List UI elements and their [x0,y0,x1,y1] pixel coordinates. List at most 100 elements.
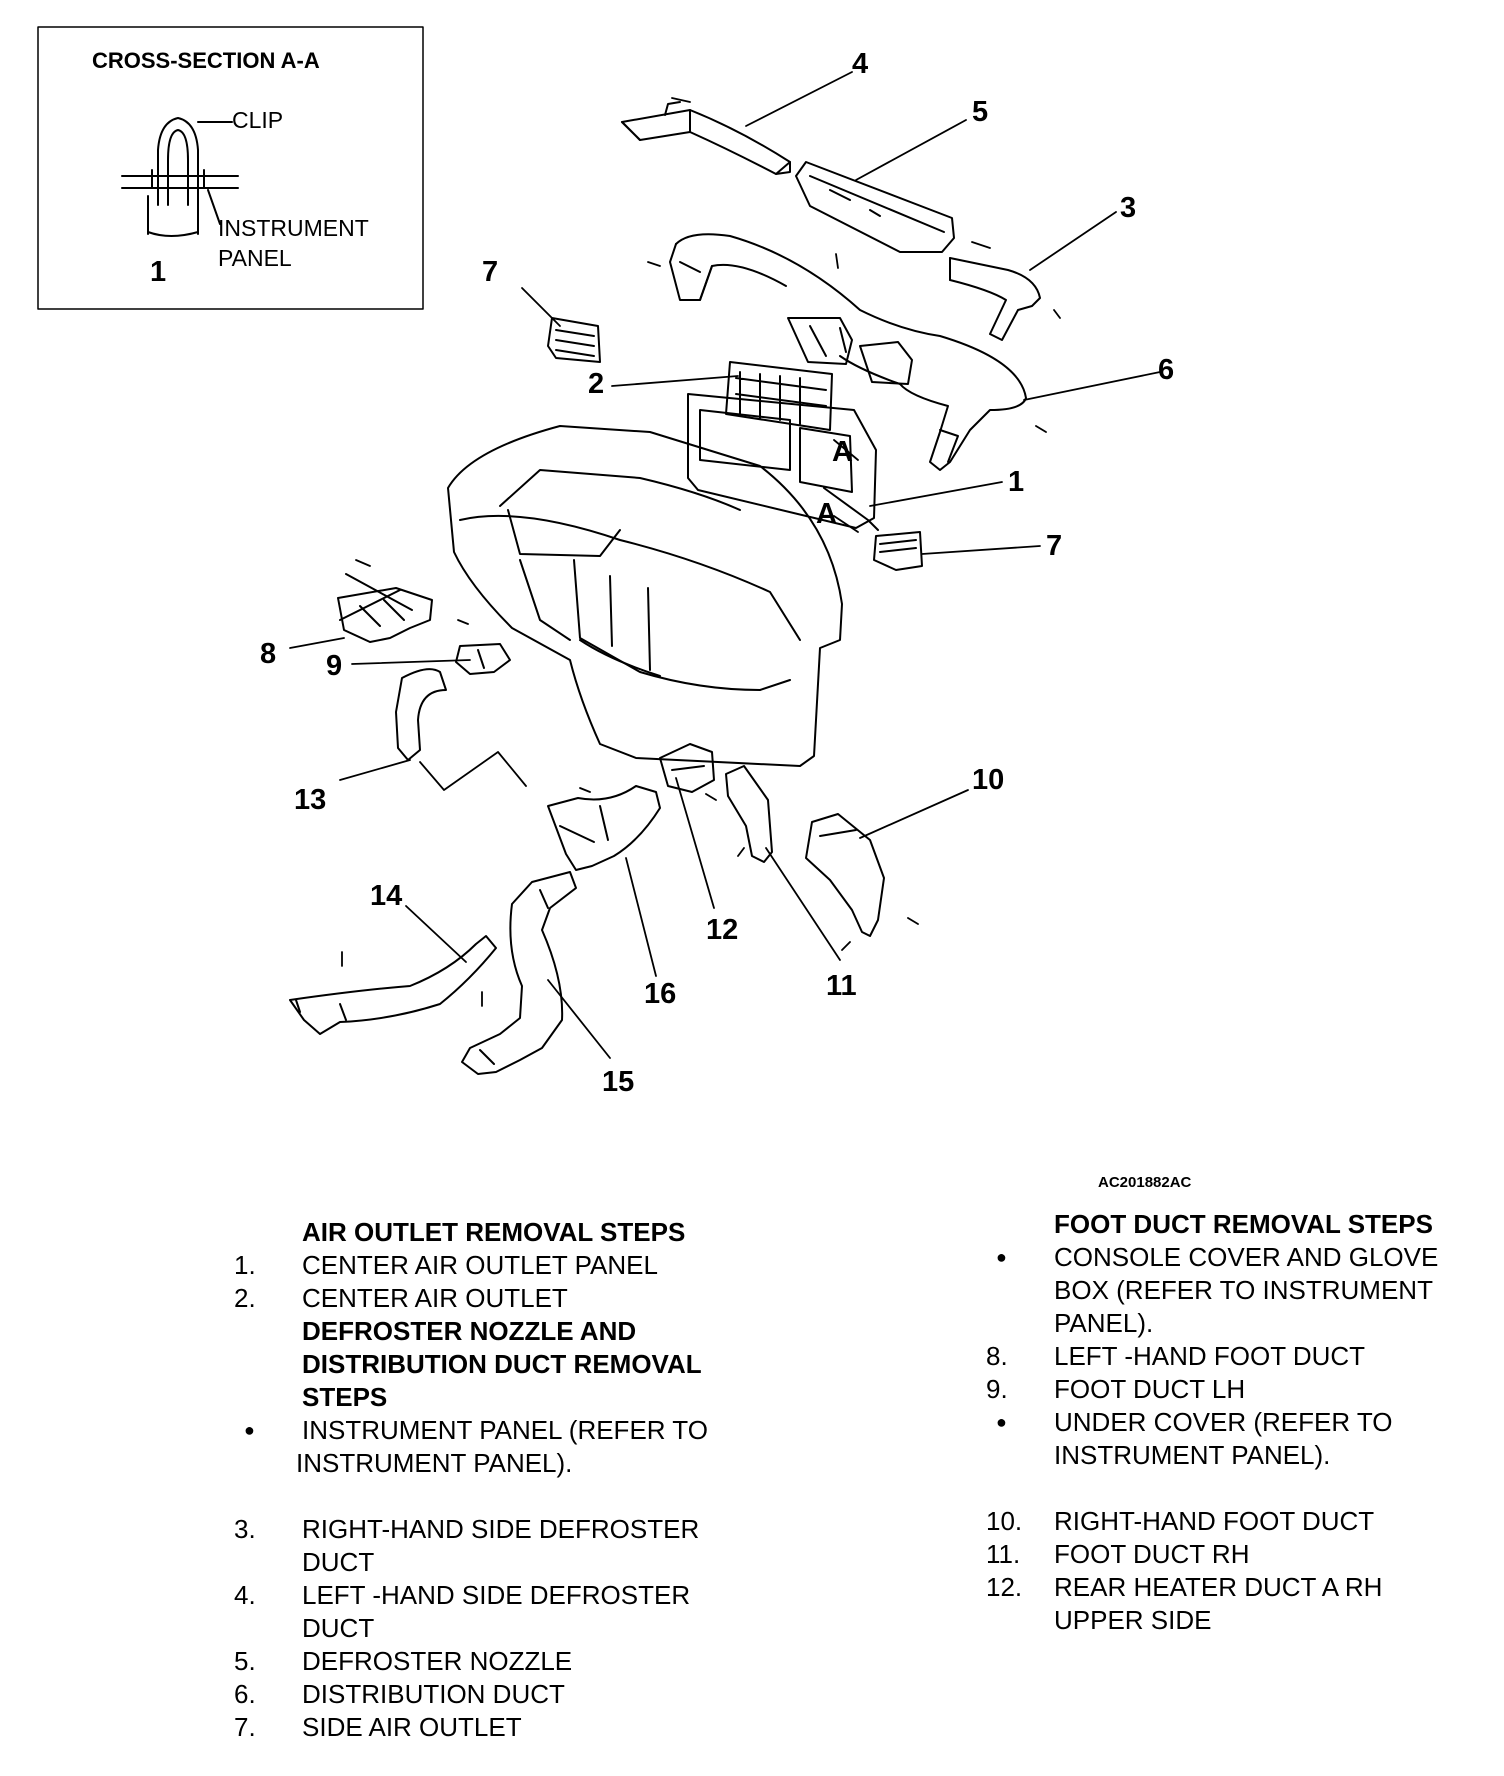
distribution-duct-6 [669,233,1027,471]
step-row: 4.LEFT -HAND SIDE DEFROSTER [234,1579,794,1612]
callout-8: 8 [260,638,277,670]
bullet-row: ● CONSOLE COVER AND GLOVE [986,1241,1486,1274]
step-label: LEFT -HAND FOOT DUCT [1054,1341,1366,1371]
step-row: 9. FOOT DUCT LH [986,1373,1486,1406]
step-number: 3. [234,1514,256,1544]
bullet-row-continued: PANEL). [986,1307,1486,1340]
callout-7-right: 7 [1046,530,1063,562]
bullet-row: ● INSTRUMENT PANEL (REFER TO [234,1414,794,1447]
foot-duct-rh-11 [725,765,773,863]
step-row: 11. FOOT DUCT RH [986,1538,1486,1571]
step-row: 7. SIDE AIR OUTLET [234,1711,794,1744]
bullet-row: ● UNDER COVER (REFER TO [986,1406,1486,1439]
step-label: SIDE AIR OUTLET [302,1712,522,1742]
step-number: 4. [234,1580,256,1610]
clip-cross-section-drawing [121,117,239,237]
step-number: 12. [986,1572,1023,1602]
step-label: UPPER SIDE [1054,1605,1212,1635]
center-air-outlet-panel-1 [687,393,879,531]
callout-10: 10 [972,764,1005,796]
callout-12: 12 [706,914,739,946]
callout-5: 5 [972,96,989,128]
callout-4: 4 [852,48,869,80]
step-label: DISTRIBUTION DUCT [302,1679,565,1709]
step-label: CENTER AIR OUTLET PANEL [302,1250,658,1280]
right-hand-defroster-duct-3 [949,257,1041,341]
defroster-nozzle-5 [795,161,955,253]
step-label: FOOT DUCT RH [1054,1539,1250,1569]
step-number: 11. [986,1539,1021,1569]
instrument-panel [447,425,843,767]
callout-6: 6 [1158,354,1175,386]
step-row-continued: DUCT [234,1612,794,1645]
step-label: RIGHT-HAND SIDE DEFROSTER [302,1514,700,1544]
foot-duct-heading: FOOT DUCT REMOVAL STEPS [1054,1209,1433,1239]
foot-duct-lh-9 [455,643,511,675]
step-number: 2. [234,1283,256,1313]
step-label: DUCT [302,1547,375,1577]
callout-9: 9 [326,650,343,682]
cross-section-title: CROSS-SECTION A-A [92,48,320,73]
center-air-outlet-2 [725,361,833,431]
callout-11: 11 [826,970,857,1002]
callout-15: 15 [602,1066,635,1098]
step-row: 3. RIGHT-HAND SIDE DEFROSTER [234,1513,794,1546]
section-marker-a-upper: A [832,436,853,468]
bullet-dot: ● [996,1247,1007,1267]
callout-1: 1 [1008,466,1025,498]
callout-3: 3 [1120,192,1137,224]
step-row: 5. DEFROSTER NOZZLE [234,1645,794,1678]
step-label: CENTER AIR OUTLET [302,1283,568,1313]
step-number: 5. [234,1646,256,1676]
bullet-label: CONSOLE COVER AND GLOVE [1054,1242,1439,1272]
step-number: 7. [234,1712,256,1742]
section-marker-a-lower: A [816,498,837,530]
step-label: RIGHT-HAND FOOT DUCT [1054,1506,1375,1536]
side-air-outlet-7-right [873,531,923,571]
inset-part-number: 1 [150,256,167,288]
callout-2: 2 [588,368,605,400]
leader-lines [289,71,1161,1059]
bullet-label: INSTRUMENT PANEL (REFER TO [302,1415,708,1445]
bullet-dot: ● [244,1420,255,1440]
cross-section-inset-frame [37,26,424,310]
callout-13: 13 [294,784,327,816]
bullet-row-continued: INSTRUMENT PANEL). [986,1439,1486,1472]
rear-heater-duct-14 [289,935,497,1035]
step-row: 8. LEFT -HAND FOOT DUCT [986,1340,1486,1373]
step-row: 10. RIGHT-HAND FOOT DUCT [986,1505,1486,1538]
step-row: 12.REAR HEATER DUCT A RH [986,1571,1486,1604]
callout-7-left: 7 [482,256,499,288]
right-hand-foot-duct-10 [805,813,885,937]
callout-14: 14 [370,880,403,912]
figure-code: AC201882AC [1098,1174,1192,1191]
rear-heater-duct-15 [461,871,577,1075]
bullet-label: INSTRUMENT PANEL). [296,1448,573,1478]
bullet-label: UNDER COVER (REFER TO [1054,1407,1393,1437]
step-row: 6. DISTRIBUTION DUCT [234,1678,794,1711]
left-hand-defroster-duct-4 [621,101,791,175]
rear-heater-duct-13 [395,668,447,761]
defroster-heading-line3: STEPS [302,1382,388,1412]
step-row-continued: UPPER SIDE [986,1604,1486,1637]
step-label: FOOT DUCT LH [1054,1374,1246,1404]
left-steps-column: AIR OUTLET REMOVAL STEPS 1. CENTER AIR OU… [234,1216,794,1744]
callout-16: 16 [644,978,677,1010]
screws [341,97,1061,1007]
step-number: 8. [986,1341,1008,1371]
rear-heater-duct-16 [547,785,661,871]
step-number: 1. [234,1250,256,1280]
right-steps-column: FOOT DUCT REMOVAL STEPS ● CONSOLE COVER A… [986,1208,1486,1637]
step-label: DEFROSTER NOZZLE [302,1646,573,1676]
step-number: 10. [986,1506,1023,1536]
side-air-outlet-7-left [547,317,601,363]
air-outlet-heading: AIR OUTLET REMOVAL STEPS [302,1217,686,1247]
step-number: 9. [986,1374,1008,1404]
step-row: 2. CENTER AIR OUTLET [234,1282,794,1315]
bullet-label: INSTRUMENT PANEL). [1054,1440,1331,1470]
step-number: 6. [234,1679,256,1709]
bullet-dot: ● [996,1412,1007,1432]
rear-heater-duct-12 [659,743,715,793]
step-label: DUCT [302,1613,375,1643]
